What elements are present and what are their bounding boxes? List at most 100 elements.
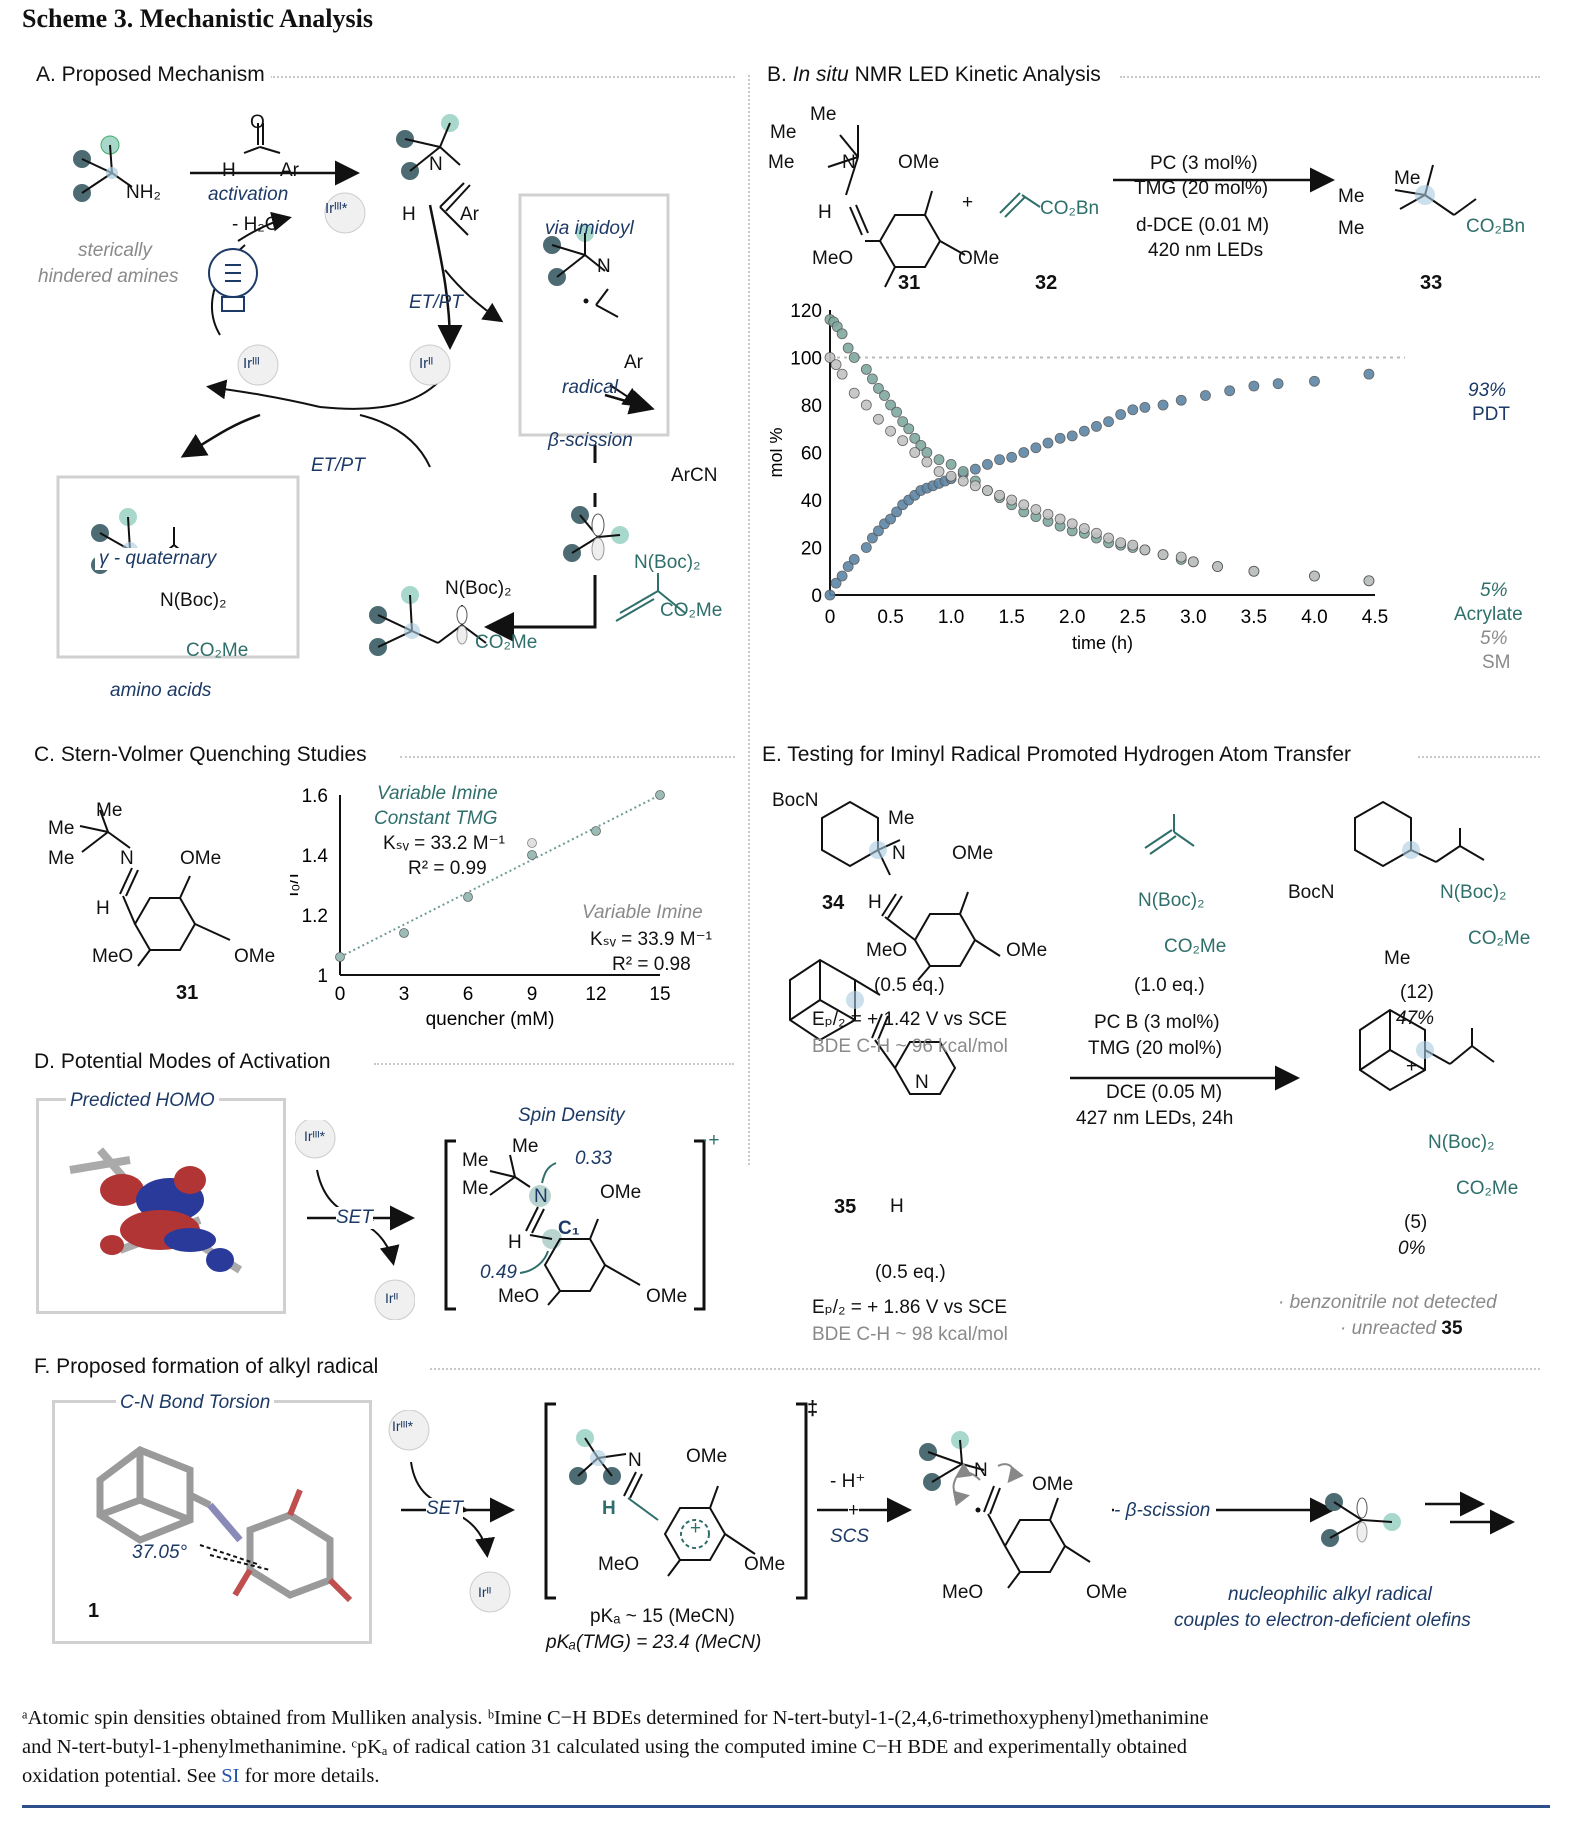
data-point-sm (824, 352, 836, 363)
f-ir2: Irᴵᴵ (478, 1584, 492, 1600)
x-tick-label: 3.0 (1180, 607, 1206, 628)
data-point-pdt (1078, 425, 1090, 437)
data-point-sm (909, 447, 921, 458)
e-note-1: · benzonitrile not detected (1278, 1292, 1497, 1313)
sv-ksv1: Kₛᵥ = 33.2 M⁻¹ (383, 833, 505, 854)
imidoyl-radical-structure (543, 224, 619, 318)
b-ome-2: OMe (958, 248, 1000, 269)
b-plus: + (962, 192, 974, 213)
b-ome-1: OMe (898, 152, 940, 173)
sv-point-series2 (527, 838, 537, 848)
data-point-pdt (866, 532, 878, 544)
ir3-label: Irᴵᴵᴵ (243, 355, 260, 372)
e-pc: PC B (3 mol%) (1094, 1012, 1220, 1033)
e-note-2-pre: · unreacted (1340, 1318, 1437, 1339)
e-p5-yield: 0% (1398, 1238, 1426, 1259)
data-point-acrylate (842, 342, 854, 354)
sv-r2-1: R² = 0.99 (408, 858, 487, 879)
sv-point-series1 (591, 826, 601, 836)
data-point-pdt (1042, 437, 1054, 449)
spin-033: 0.33 (575, 1148, 612, 1169)
c-me-3: Me (48, 848, 75, 869)
f-compound-1: 1 (88, 1600, 100, 1622)
sv-y-tick-label: 1.4 (302, 846, 329, 867)
panel-f-rule (430, 1368, 1540, 1370)
dha-nboc2: N(Boc)₂ (634, 552, 701, 573)
imine-ar: Ar (460, 204, 479, 225)
lightbulb-icon (208, 248, 258, 312)
sv-point-series1 (463, 892, 473, 902)
f-ome-1: OMe (686, 1446, 728, 1467)
data-point-pdt (1363, 368, 1375, 380)
panel-divider-vertical (748, 75, 750, 1165)
data-point-sm (1157, 549, 1169, 561)
pdt-pct: 93% (1468, 380, 1507, 401)
f-set: SET (426, 1498, 463, 1520)
x-tick-label: 1.5 (998, 607, 1024, 628)
e-bde1: BDE C-H ~ 96 kcal/mol (812, 1036, 1008, 1057)
sv-point-series1 (527, 850, 537, 860)
data-point-pdt (873, 525, 884, 537)
sv-series1-line1: Variable Imine (377, 783, 498, 804)
y-tick-label: 120 (790, 301, 822, 322)
e-p5-co2me: CO₂Me (1456, 1178, 1519, 1199)
sv-x-tick-label: 6 (463, 984, 474, 1005)
d-charge: ·+ (702, 1130, 720, 1151)
data-point-pdt (1224, 385, 1236, 397)
d-ir2: Irᴵᴵ (385, 1290, 399, 1306)
panel-b-title-post: NMR LED Kinetic Analysis (854, 63, 1101, 86)
si-link[interactable]: SI (221, 1765, 240, 1787)
data-point-sm (1127, 539, 1139, 551)
e-p12-nboc2: N(Boc)₂ (1440, 882, 1507, 903)
data-point-pdt (1018, 447, 1030, 458)
c-ome-1: OMe (180, 848, 222, 869)
data-point-acrylate (945, 458, 957, 470)
c-ome-2: OMe (234, 946, 276, 967)
panel-b-title-ital: In situ (792, 63, 849, 86)
e-ep2: Eₚ/₂ = + 1.86 V vs SCE (812, 1297, 1008, 1318)
adduct-nboc2: N(Boc)₂ (445, 578, 512, 599)
data-point-sm (982, 485, 993, 496)
data-point-sm (885, 425, 896, 437)
b-prod-co2bn: CO₂Bn (1466, 216, 1526, 237)
e-dha-nboc2: N(Boc)₂ (1138, 890, 1205, 911)
homo-orbital-image (69, 1147, 243, 1274)
d-ome-2: OMe (646, 1286, 688, 1307)
spin-049: 0.49 (480, 1262, 517, 1283)
e-compound-34: 34 (822, 892, 845, 914)
data-point-pdt (1248, 380, 1260, 392)
data-point-sm (921, 456, 933, 468)
b-pc: PC (3 mol%) (1150, 153, 1258, 174)
e-n-34: N (892, 843, 906, 864)
aldehyde-o: O (250, 112, 265, 133)
imine-n: N (429, 154, 443, 175)
f-charge-plus: + (690, 1518, 702, 1539)
y-tick-label: 100 (790, 349, 822, 370)
b-solvent: d-DCE (0.01 M) (1136, 215, 1270, 236)
c-meo: MeO (92, 946, 134, 967)
data-point-pdt (824, 589, 836, 601)
reaction-b-structures (827, 125, 1477, 288)
torsion-crystal-image (96, 1446, 353, 1603)
panel-b-rule (1120, 76, 1540, 78)
ir3star-label: Irᴵᴵᴵ* (325, 200, 348, 217)
c-me-2: Me (48, 818, 75, 839)
sv-series2: Variable Imine (582, 902, 703, 923)
d-n: N (534, 1186, 548, 1207)
sv-r2-2: R² = 0.98 (612, 954, 691, 975)
d-c1: C₁ (558, 1218, 580, 1239)
ir2-circle (409, 344, 451, 386)
e-me-34: Me (888, 808, 915, 829)
torsion-angle: 37.05° (132, 1542, 188, 1563)
homo-label: Predicted HOMO (66, 1090, 219, 1112)
e-p12-yield: 47% (1396, 1008, 1435, 1029)
x-tick-label: 2.5 (1120, 607, 1146, 628)
b-prod-me-3: Me (1338, 218, 1365, 239)
sv-x-tick-label: 9 (527, 984, 538, 1005)
d-me-1: Me (512, 1136, 539, 1157)
footnote-line-3-post: for more details. (244, 1765, 380, 1787)
b-co2bn: CO₂Bn (1040, 198, 1100, 219)
data-point-sm (830, 359, 842, 371)
beta-scission-label: β-scission (548, 430, 633, 451)
y-tick-label: 40 (801, 491, 822, 512)
